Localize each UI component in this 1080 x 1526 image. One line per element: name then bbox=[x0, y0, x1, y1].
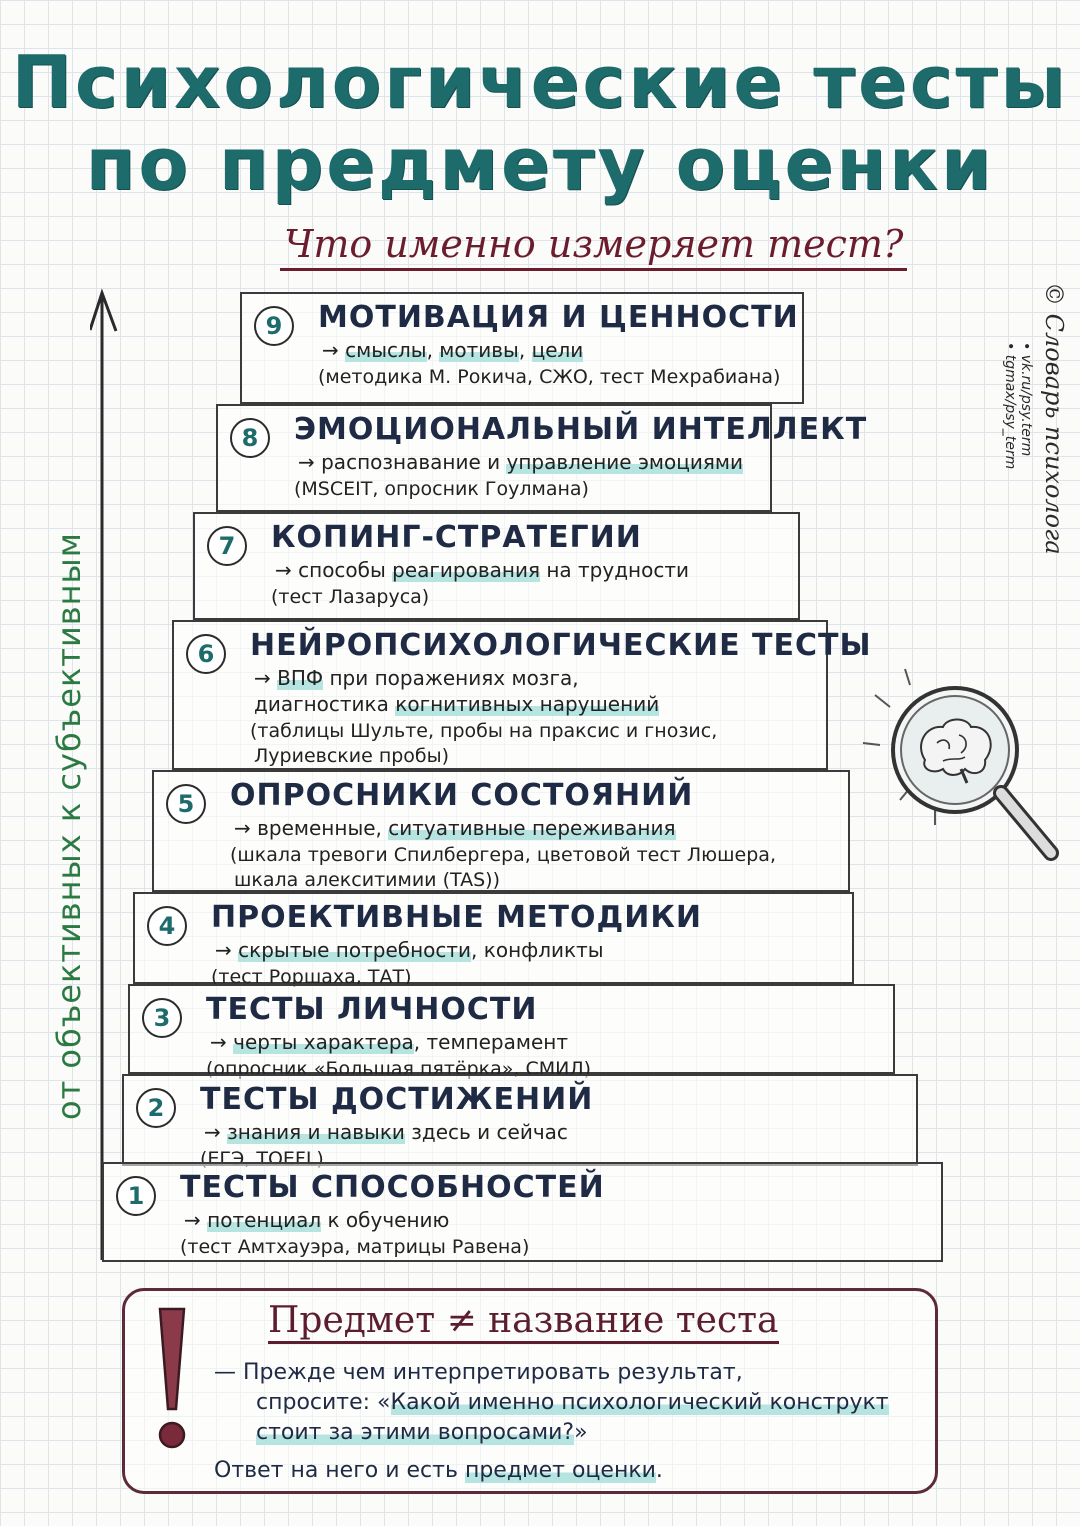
description-text: к обучению bbox=[321, 1208, 450, 1232]
step-title: КОПИНГ-СТРАТЕГИИ bbox=[271, 520, 642, 555]
step-number-badge: 7 bbox=[207, 526, 247, 566]
highlighted-term: управление эмоциями bbox=[506, 450, 743, 474]
description-text: диагностика bbox=[254, 692, 396, 716]
step-number-badge: 1 bbox=[116, 1176, 156, 1216]
description-text: → bbox=[184, 1208, 208, 1232]
step-number-badge: 8 bbox=[230, 418, 270, 458]
description-text: , bbox=[426, 338, 440, 362]
highlighted-term: скрытые потребности bbox=[238, 938, 472, 962]
highlighted-term: ВПФ bbox=[277, 666, 324, 690]
pyramid-step-5 bbox=[152, 770, 850, 892]
step-number-badge: 5 bbox=[166, 784, 206, 824]
step-number-badge: 9 bbox=[254, 306, 294, 346]
page-title-line2: по предмету оценки bbox=[85, 122, 995, 206]
copyright-block: © Словарь психолога • vk.ru/psy.term • t… bbox=[1002, 282, 1068, 555]
description-text: , bbox=[518, 338, 532, 362]
step-examples: (методика М. Рокича, СЖО, тест Мехрабиан… bbox=[318, 366, 781, 388]
step-title: ТЕСТЫ ЛИЧНОСТИ bbox=[206, 992, 538, 1027]
copyright-brand: © Словарь психолога bbox=[1040, 282, 1068, 555]
description-text: при поражениях мозга, bbox=[323, 666, 579, 690]
step-title: ЭМОЦИОНАЛЬНЫЙ ИНТЕЛЛЕКТ bbox=[294, 412, 868, 447]
step-title: ПРОЕКТИВНЫЕ МЕТОДИКИ bbox=[211, 900, 702, 935]
highlighted-term: потенциал bbox=[207, 1208, 322, 1232]
step-description: → черты характера, темперамент bbox=[210, 1030, 568, 1054]
step-description: → скрытые потребности, конфликты bbox=[215, 938, 604, 962]
note-line-3: стоит за этими вопросами?» bbox=[256, 1420, 588, 1445]
page-subtitle: Что именно измеряет тест? bbox=[280, 222, 908, 271]
description-text: здесь и сейчас bbox=[404, 1120, 568, 1144]
step-title: ТЕСТЫ СПОСОБНОСТЕЙ bbox=[180, 1170, 605, 1205]
step-description: → смыслы, мотивы, цели bbox=[322, 338, 584, 362]
step-description: → потенциал к обучению bbox=[184, 1208, 449, 1232]
note-line-3-highlight: стоит за этими вопросами? bbox=[256, 1420, 575, 1445]
magnifier-brain-icon bbox=[862, 668, 1059, 861]
note-line-1: — Прежде чем интерпретировать результат, bbox=[214, 1360, 743, 1385]
step-number-badge: 2 bbox=[136, 1088, 176, 1128]
pyramid-step-3 bbox=[128, 984, 895, 1074]
description-text: → bbox=[210, 1030, 234, 1054]
exclamation-icon bbox=[158, 1307, 186, 1449]
step-description: → способы реагирования на трудности bbox=[275, 558, 689, 582]
highlighted-term: знания и навыки bbox=[227, 1120, 405, 1144]
copyright-link-tg: • tgmax/psy_term bbox=[1002, 342, 1018, 470]
highlighted-term: ситуативные переживания bbox=[388, 816, 676, 840]
description-text: → распознавание и bbox=[298, 450, 507, 474]
step-title: ОПРОСНИКИ СОСТОЯНИЙ bbox=[230, 778, 694, 813]
step-title: ТЕСТЫ ДОСТИЖЕНИЙ bbox=[200, 1082, 594, 1117]
note-line-2-highlight: Какой именно психологический конструкт bbox=[390, 1390, 889, 1415]
highlighted-term: черты характера bbox=[233, 1030, 414, 1054]
step-examples: (тест Амтхауэра, матрицы Равена) bbox=[180, 1236, 530, 1258]
step-examples: (тест Лазаруса) bbox=[271, 586, 430, 608]
step-examples: (таблицы Шульте, пробы на праксис и гноз… bbox=[250, 720, 718, 742]
note-line-4-pre: Ответ на него и есть bbox=[214, 1458, 465, 1483]
note-line-2: спросите: «Какой именно психологический … bbox=[256, 1390, 889, 1415]
step-number-badge: 4 bbox=[147, 906, 187, 946]
highlighted-term: смыслы bbox=[345, 338, 427, 362]
step-examples: Луриевские пробы) bbox=[254, 745, 450, 767]
step-description: → временные, ситуативные переживания bbox=[234, 816, 676, 840]
highlighted-term: мотивы bbox=[439, 338, 519, 362]
highlighted-term: реагирования bbox=[392, 558, 540, 582]
step-examples: (MSCEIT, опросник Гоулмана) bbox=[294, 478, 589, 500]
description-text: → способы bbox=[275, 558, 393, 582]
step-description: → ВПФ при поражениях мозга, bbox=[254, 666, 579, 690]
step-description: → знания и навыки здесь и сейчас bbox=[204, 1120, 568, 1144]
description-text: → bbox=[322, 338, 346, 362]
description-text: → bbox=[215, 938, 239, 962]
step-number-badge: 3 bbox=[142, 998, 182, 1038]
description-text: → временные, bbox=[234, 816, 389, 840]
highlighted-term: когнитивных нарушений bbox=[395, 692, 660, 716]
description-text: , конфликты bbox=[471, 938, 604, 962]
axis-label: от объективных к субъективным bbox=[50, 532, 88, 1120]
step-examples: шкала алекситимии (TAS)) bbox=[234, 869, 500, 891]
step-number-badge: 6 bbox=[186, 634, 226, 674]
page-title-line1: Психологические тесты bbox=[11, 40, 1069, 124]
note-line-2-pre: спросите: « bbox=[256, 1390, 391, 1415]
description-text: на трудности bbox=[539, 558, 689, 582]
note-line-4: Ответ на него и есть предмет оценки. bbox=[214, 1458, 663, 1483]
note-line-4-post: . bbox=[655, 1458, 663, 1483]
note-line-3-post: » bbox=[574, 1420, 588, 1445]
description-text: , темперамент bbox=[413, 1030, 568, 1054]
description-text: → bbox=[254, 666, 278, 690]
description-text: → bbox=[204, 1120, 228, 1144]
highlighted-term: цели bbox=[531, 338, 584, 362]
step-description: диагностика когнитивных нарушений bbox=[254, 692, 660, 716]
note-line-4-highlight: предмет оценки bbox=[464, 1458, 656, 1483]
step-examples: (тест Роршаха, ТАТ) bbox=[211, 966, 412, 988]
note-title: Предмет ≠ название теста bbox=[268, 1300, 779, 1344]
pyramid-step-9 bbox=[240, 292, 804, 404]
step-title: НЕЙРОПСИХОЛОГИЧЕСКИЕ ТЕСТЫ bbox=[250, 628, 872, 663]
step-description: → распознавание и управление эмоциями bbox=[298, 450, 743, 474]
step-examples: (шкала тревоги Спилбергера, цветовой тес… bbox=[230, 844, 776, 866]
step-title: МОТИВАЦИЯ И ЦЕННОСТИ bbox=[318, 300, 799, 335]
copyright-link-vk: • vk.ru/psy.term bbox=[1018, 342, 1034, 457]
vertical-axis-arrow bbox=[90, 288, 118, 1260]
